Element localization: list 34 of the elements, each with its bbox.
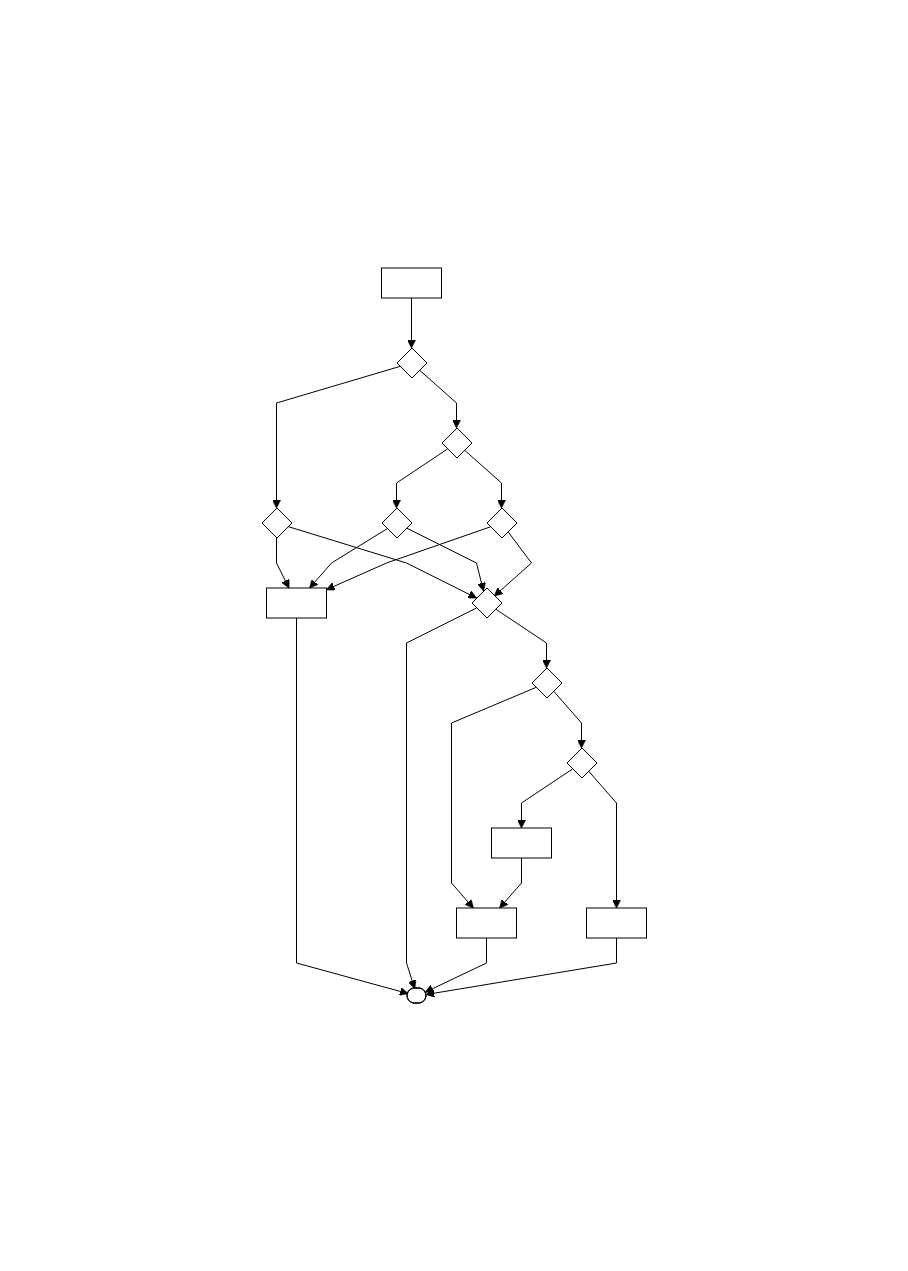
arrow: [425, 937, 617, 998]
arrow: [309, 528, 388, 589]
node-diamond: [531, 667, 563, 699]
node-diamond: [471, 587, 503, 619]
arrow: [325, 526, 491, 591]
arrow: [463, 449, 506, 509]
node-box: [490, 827, 552, 859]
arrow: [391, 448, 448, 509]
arrow: [275, 537, 290, 589]
node-box: [265, 587, 327, 619]
arrow: [493, 531, 532, 597]
arrow: [499, 857, 522, 909]
node-diamond: [566, 747, 598, 779]
node-box: [455, 907, 517, 939]
arrow: [552, 690, 586, 749]
node-diamond: [396, 347, 428, 379]
node-diamond: [381, 507, 413, 539]
node-box: [380, 267, 442, 299]
arrow: [418, 369, 461, 429]
arrow: [450, 686, 537, 909]
arrow: [287, 526, 477, 599]
arrow: [405, 527, 486, 592]
arrow: [405, 607, 477, 989]
node-box: [585, 907, 647, 939]
arrow: [406, 297, 416, 349]
node-diamond: [486, 507, 518, 539]
arrow: [587, 770, 621, 909]
arrow: [424, 937, 487, 993]
arrow: [516, 768, 573, 829]
node-diamond: [261, 507, 293, 539]
arrow: [295, 617, 409, 996]
node-diamond: [441, 427, 473, 459]
arrow: [271, 365, 401, 509]
arrow: [494, 608, 551, 669]
